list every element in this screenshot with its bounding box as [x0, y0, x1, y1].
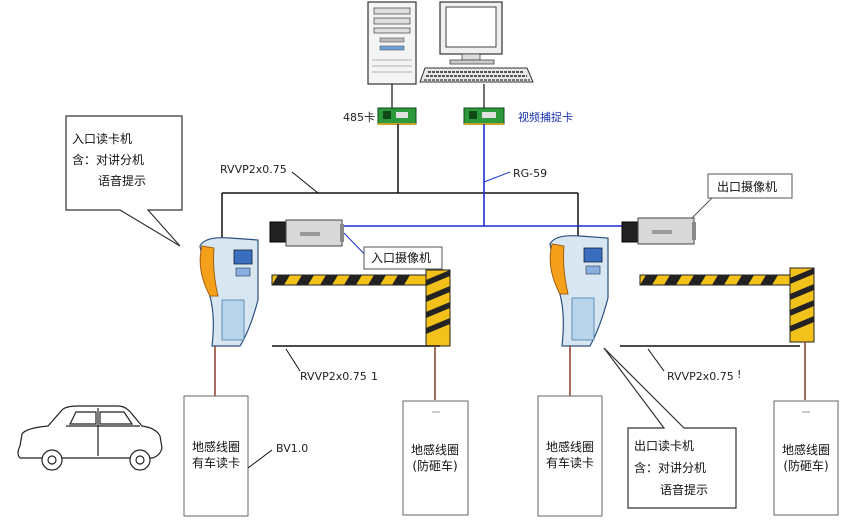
monitor	[439, 1, 503, 65]
rvvp-right-leader	[647, 348, 665, 372]
computer-tower	[367, 1, 417, 85]
exit-camera-leader	[691, 197, 713, 219]
exit-reader-callout-line3: 语音提示	[660, 482, 708, 497]
rg59-video-wiring	[338, 124, 628, 227]
exit-reader-callout-line1: 出口读卡机	[634, 439, 694, 453]
video-capture-card-icon	[463, 107, 505, 125]
entry-reader-callout-line3: 语音提示	[98, 173, 146, 188]
loop-entry-read: 地感线圈 有车读卡	[183, 395, 249, 517]
entry-camera-label-box	[363, 246, 443, 270]
loop-exit-anti-line1: 地感线圈	[782, 442, 830, 457]
exit-camera	[621, 217, 696, 245]
exit-camera-label: 出口摄像机	[717, 179, 777, 194]
rvvp-right-label: RVVP2x0.75	[667, 370, 734, 383]
rg59-leader	[483, 171, 511, 183]
loop-entry-anti-line2: (防砸车)	[412, 458, 457, 473]
loop-exit-anti-line2: (防砸车)	[783, 458, 828, 473]
exit-reader-callout: 出口读卡机 含：对讲分机 语音提示	[603, 347, 737, 509]
loop-entry-read-line2: 有车读卡	[192, 455, 240, 470]
entry-camera	[269, 219, 344, 247]
entry-reader-callout-line2: 含：对讲分机	[72, 152, 144, 167]
entry-reader-callout: 入口读卡机 含：对讲分机 语音提示	[65, 115, 183, 247]
bv-label: BV1.0	[276, 442, 308, 455]
rvvp-top-leader	[291, 171, 319, 194]
entry-reader-callout-line1: 入口读卡机	[72, 132, 132, 146]
card-485-label: 485卡	[343, 111, 375, 124]
rg59-label: RG-59	[513, 167, 547, 180]
rvvp-control-wiring	[221, 124, 579, 240]
card-485-icon	[377, 107, 417, 125]
loop-lead-wires	[214, 342, 806, 400]
keyboard	[419, 67, 534, 83]
video-capture-card-label: 视频捕捉卡	[518, 110, 573, 124]
bv-leader	[247, 449, 273, 469]
loop-entry-anti: 地感线圈 (防砸车)	[402, 400, 469, 516]
loop-entry-read-line1: 地感线圈	[192, 439, 240, 454]
rvvp-left-leader	[285, 348, 301, 372]
loop-entry-anti-line1: 地感线圈	[411, 442, 459, 457]
rvvp-left-label: RVVP2x0.75	[300, 370, 367, 383]
loop-exit-read-line1: 地感线圈	[546, 439, 594, 454]
loop-exit-read-line2: 有车读卡	[546, 455, 594, 470]
entry-card-reader	[199, 237, 259, 347]
rvvp-left-mark: 1	[371, 370, 378, 383]
exit-barrier	[639, 267, 815, 343]
exit-card-reader	[549, 235, 609, 347]
rvvp-top-label: RVVP2x0.75	[220, 163, 287, 176]
entry-barrier	[271, 269, 451, 347]
loop-exit-anti: 地感线圈 (防砸车)	[773, 400, 839, 516]
entry-camera-label: 入口摄像机	[371, 250, 431, 265]
rvvp-right-mark: !	[737, 368, 741, 381]
exit-camera-label-box	[707, 173, 793, 199]
car-icon	[17, 405, 163, 471]
loop-exit-read: 地感线圈 有车读卡	[537, 395, 603, 517]
exit-reader-callout-line2: 含：对讲分机	[634, 460, 706, 475]
